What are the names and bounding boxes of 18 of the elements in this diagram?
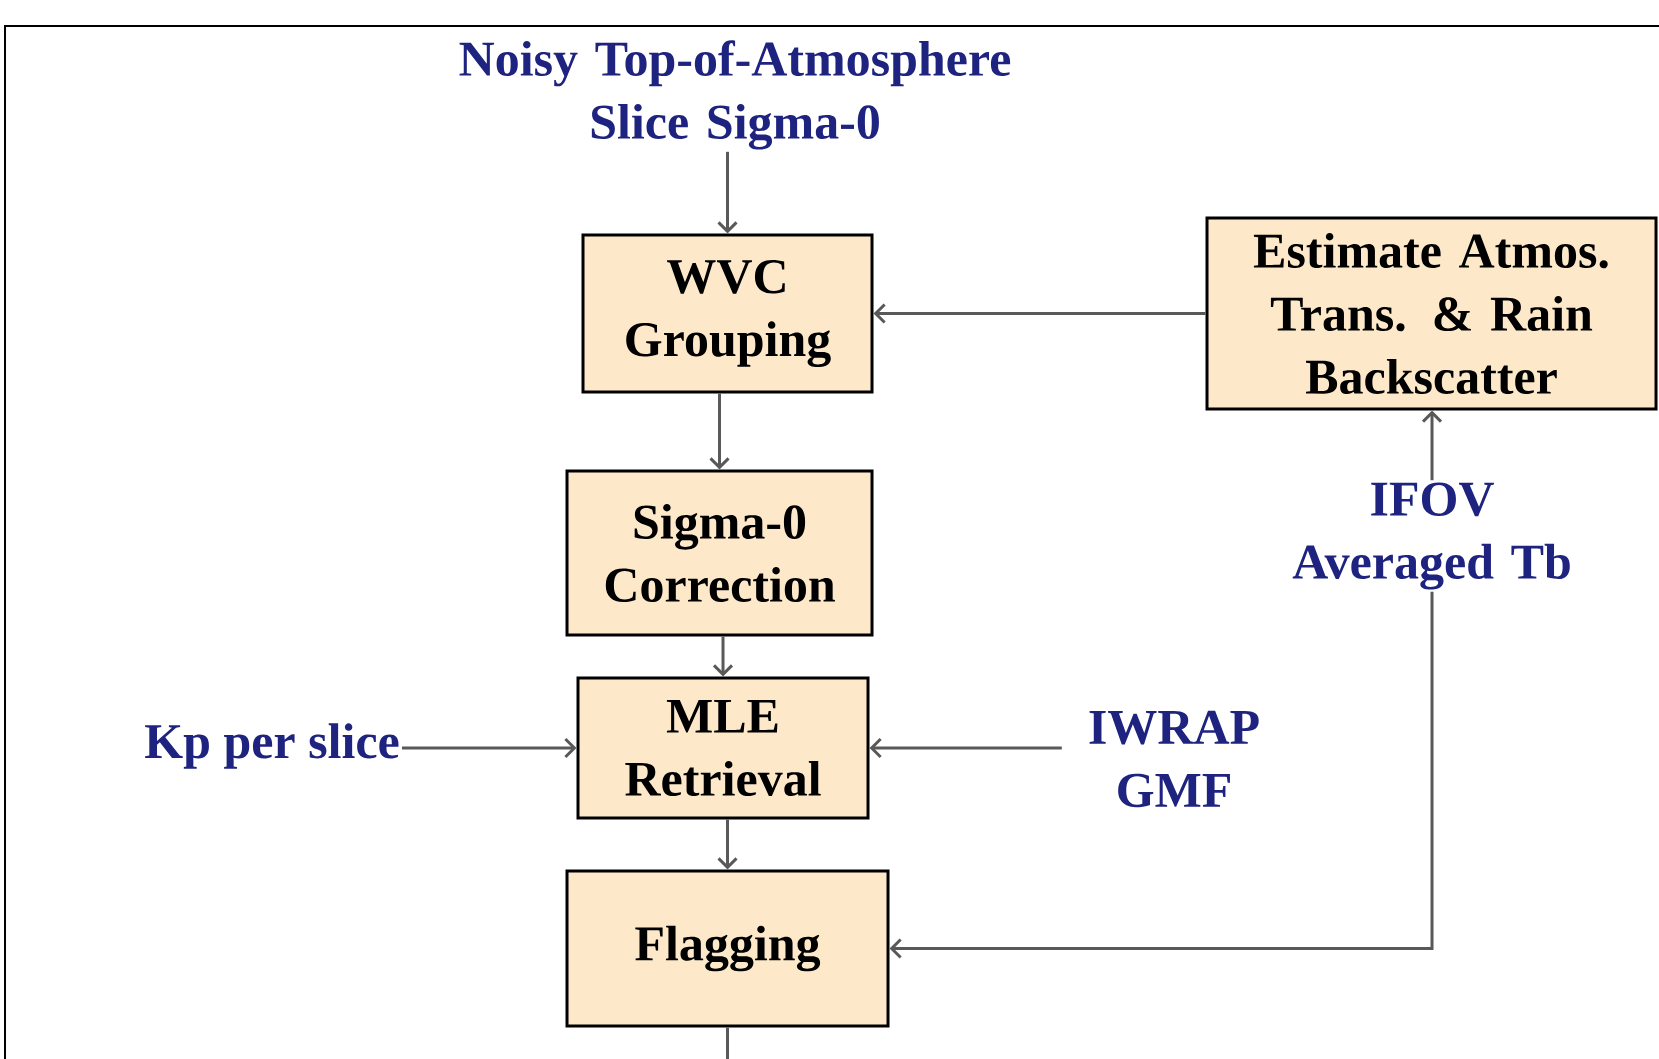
process-box: Flagging — [565, 869, 890, 1028]
process-box: Sigma-0 Correction — [565, 469, 874, 637]
arrow — [1421, 410, 1443, 481]
input-label: IFOV Averaged Tb — [1292, 482, 1570, 590]
process-box: Estimate Atmos. Trans. & Rain Backscatter — [1205, 216, 1658, 411]
process-box: WVC Grouping — [581, 233, 874, 394]
arrow — [873, 303, 1206, 324]
arrow — [717, 151, 738, 234]
input-label: Kp per slice — [145, 723, 399, 769]
input-label: Noisy Top-of-Atmosphere Slice Sigma-0 — [459, 40, 1011, 150]
arrow — [717, 819, 738, 870]
arrow — [709, 393, 730, 470]
arrow — [712, 636, 734, 677]
input-label: IWRAP GMF — [1089, 710, 1259, 808]
arrow — [889, 591, 1434, 959]
arrow — [869, 737, 1062, 759]
arrow — [401, 737, 577, 759]
process-box: MLE Retrieval — [576, 676, 870, 820]
